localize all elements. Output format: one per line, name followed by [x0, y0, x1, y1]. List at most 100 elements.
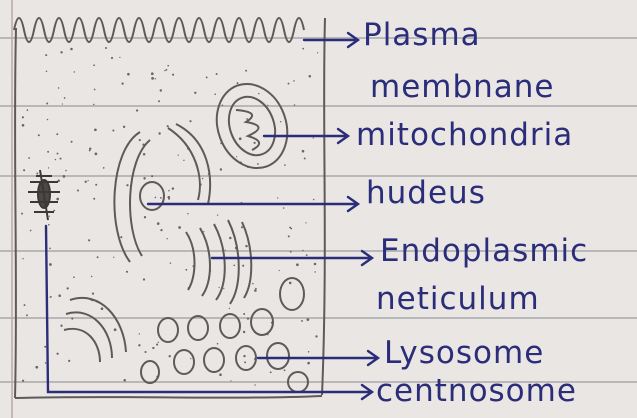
- cytoplasm-dot: [178, 154, 179, 155]
- cytoplasm-dot: [95, 153, 98, 156]
- cytoplasm-dot: [245, 245, 247, 247]
- cytoplasm-dot: [155, 78, 156, 79]
- cytoplasm-dot: [143, 153, 146, 156]
- cytoplasm-dot: [139, 333, 140, 334]
- cytoplasm-dot: [126, 184, 128, 186]
- cytoplasm-dot: [255, 288, 257, 290]
- label-mitochondria: mitochondria: [356, 120, 573, 151]
- cytoplasm-dot: [136, 109, 138, 111]
- cytoplasm-dot: [56, 198, 59, 201]
- cytoplasm-dot: [71, 318, 73, 320]
- cytoplasm-dot: [101, 307, 104, 310]
- cytoplasm-dot: [296, 263, 299, 266]
- label-lysosome: Lysosome: [384, 338, 544, 369]
- cytoplasm-dot: [291, 228, 293, 230]
- cytoplasm-dot: [267, 105, 268, 106]
- cytoplasm-dot: [190, 358, 191, 359]
- cytoplasm-dot: [241, 226, 243, 228]
- mitochondria-arrow: [264, 129, 348, 143]
- cytoplasm-dot: [194, 92, 196, 94]
- cytoplasm-dot: [253, 142, 255, 144]
- cytoplasm-dot: [243, 355, 245, 357]
- cytoplasm-dot: [309, 75, 312, 78]
- cytoplasm-dot: [46, 103, 48, 105]
- cytoplasm-dot: [156, 344, 158, 346]
- cell-left-wall: [15, 28, 16, 398]
- cytoplasm-dot: [237, 82, 239, 84]
- cytoplasm-dot: [138, 344, 140, 346]
- cytoplasm-dot: [47, 119, 48, 120]
- cytoplasm-dot: [50, 296, 52, 298]
- cytoplasm-dot: [277, 197, 278, 198]
- cytoplasm-dot: [63, 175, 66, 178]
- lysosomes: [141, 278, 308, 392]
- cytoplasm-dot: [49, 216, 50, 217]
- cytoplasm-dot: [313, 199, 315, 201]
- cytoplasm-dot: [60, 325, 62, 327]
- cytoplasm-dot: [143, 278, 145, 280]
- cytoplasm-dot: [172, 74, 174, 76]
- nucleus: [114, 124, 210, 262]
- cytoplasm-dot: [290, 251, 292, 253]
- endoplasmic-reticulum: [186, 220, 251, 304]
- cytoplasm-dot: [127, 73, 130, 76]
- cytoplasm-dot: [289, 282, 292, 285]
- cytoplasm-dot: [22, 116, 24, 118]
- cytoplasm-dot: [306, 254, 308, 256]
- cytoplasm-dot: [27, 109, 29, 111]
- cytoplasm-dot: [229, 237, 232, 240]
- cytoplasm-dot: [239, 137, 242, 140]
- cytoplasm-dot: [85, 181, 87, 183]
- cytoplasm-dot: [314, 271, 315, 272]
- cytoplasm-dot: [28, 157, 30, 159]
- cytoplasm-dot: [88, 239, 90, 241]
- cytoplasm-dot: [71, 141, 73, 143]
- label-endoplasmic-reticulum-line1: Endoplasmic: [380, 236, 588, 267]
- cytoplasm-dot: [58, 87, 59, 88]
- cytoplasm-dot: [139, 139, 141, 141]
- cytoplasm-dot: [280, 121, 281, 122]
- label-endoplasmic-reticulum-line2: neticulum: [376, 284, 540, 315]
- cytoplasm-dot: [97, 256, 99, 258]
- cytoplasm-dot: [89, 150, 91, 152]
- cytoplasm-dot: [157, 222, 160, 225]
- cytoplasm-dot: [167, 125, 169, 127]
- cytoplasm-dot: [158, 100, 160, 102]
- cytoplasm-dot: [216, 73, 218, 75]
- cytoplasm-dot: [160, 89, 162, 91]
- cytoplasm-dot: [126, 271, 128, 273]
- cytoplasm-dot: [151, 175, 153, 177]
- cytoplasm-dot: [105, 47, 107, 49]
- cytoplasm-dot: [294, 104, 296, 106]
- cytoplasm-dot: [70, 48, 73, 51]
- cytoplasm-dot: [121, 82, 123, 84]
- cytoplasm-dot: [229, 308, 230, 309]
- cytoplasm-dot: [257, 163, 259, 165]
- cytoplasm-dot: [160, 229, 162, 231]
- cytoplasm-dot: [302, 48, 304, 50]
- cytoplasm-dot: [62, 103, 63, 104]
- cytoplasm-dot: [247, 317, 249, 319]
- cytoplasm-dot: [243, 331, 245, 333]
- cytoplasm-dot: [223, 288, 224, 289]
- cytoplasm-dot: [304, 158, 306, 160]
- cytoplasm-dot: [217, 343, 219, 345]
- cytoplasm-dot: [178, 226, 181, 229]
- cytoplasm-dot: [93, 104, 94, 105]
- cytoplasm-dot: [158, 342, 159, 343]
- cytoplasm-dot: [155, 197, 157, 199]
- cytoplasm-dot: [95, 184, 97, 186]
- cytoplasm-dot: [313, 137, 314, 138]
- cytoplasm-dot: [225, 250, 226, 251]
- cytoplasm-dot: [26, 314, 28, 316]
- cytoplasm-dot: [183, 160, 184, 161]
- cytoplasm-dot: [220, 168, 222, 170]
- cytoplasm-dot: [317, 52, 318, 53]
- cytoplasm-dot: [252, 283, 254, 285]
- cytoplasm-dot: [89, 147, 91, 149]
- cytoplasm-dot: [254, 384, 255, 385]
- cytoplasm-dot: [301, 320, 303, 322]
- cytoplasm-dot: [67, 287, 69, 289]
- cytoplasm-dot: [168, 198, 170, 200]
- cytoplasm-dot: [112, 129, 114, 131]
